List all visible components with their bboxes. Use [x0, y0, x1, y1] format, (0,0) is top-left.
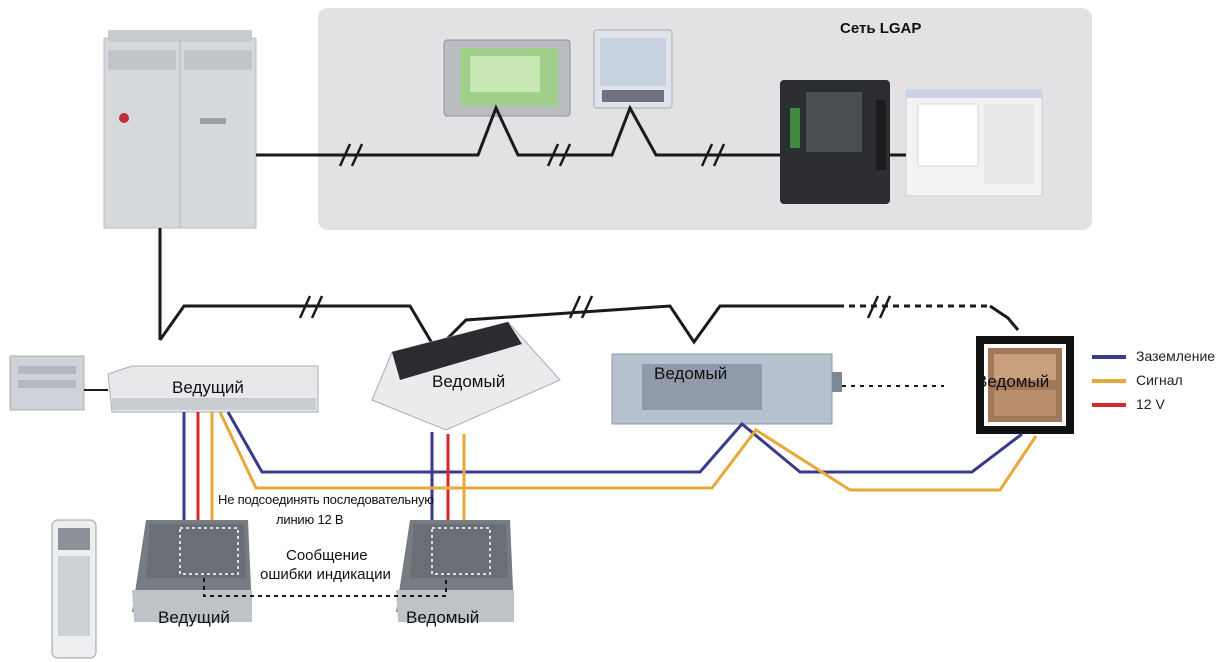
gateway-icon	[780, 80, 890, 204]
duct-unit-icon	[611, 353, 842, 425]
master-controller-label: Ведущий	[158, 608, 230, 627]
slave-remote-controller-icon	[396, 520, 514, 622]
power-swatch	[1092, 403, 1126, 407]
lgap-break-marks	[338, 143, 726, 167]
outdoor-unit-icon	[103, 30, 257, 229]
legend-item-signal: Сигнал	[1092, 372, 1228, 392]
error-message-note-line2: ошибки индикации	[260, 566, 391, 583]
cassette-unit-label: Ведомый	[432, 372, 506, 391]
indoor-bus-line	[158, 304, 838, 353]
legend-label: Сигнал	[1136, 372, 1183, 388]
legend-item-ground: Заземление	[1092, 348, 1228, 368]
central-controller-icon	[443, 39, 571, 117]
handheld-remote-icon	[51, 519, 97, 659]
error-message-note-line1: Сообщение	[286, 547, 368, 564]
master-unit-label: Ведущий	[172, 378, 244, 397]
no-series-12v-note-line1: Не подсоединять последовательную	[218, 492, 434, 507]
panel-unit-icon	[976, 336, 1074, 434]
cassette-unit-icon	[371, 321, 561, 431]
duct-unit-label: Ведомый	[654, 364, 728, 383]
master-remote-controller-icon	[132, 520, 252, 622]
panel-unit-label: Ведомый	[976, 372, 1050, 391]
legend-label: Заземление	[1136, 348, 1216, 364]
indoor-break-marks	[298, 295, 892, 319]
ground-swatch	[1092, 355, 1126, 359]
network-title: Сеть LGAP	[840, 20, 922, 37]
wall-box-icon	[9, 355, 85, 411]
signal-swatch	[1092, 379, 1126, 383]
error-message-link	[203, 578, 447, 597]
legend-item-power: 12 V	[1092, 396, 1228, 416]
simple-controller-icon	[593, 29, 673, 109]
legend-label: 12 V	[1136, 396, 1165, 412]
pc-screen-icon	[905, 89, 1043, 197]
slave-controller-label: Ведомый	[406, 608, 480, 627]
master-indoor-unit-icon	[107, 365, 319, 413]
no-series-12v-note-line2: линию 12 В	[276, 512, 344, 527]
